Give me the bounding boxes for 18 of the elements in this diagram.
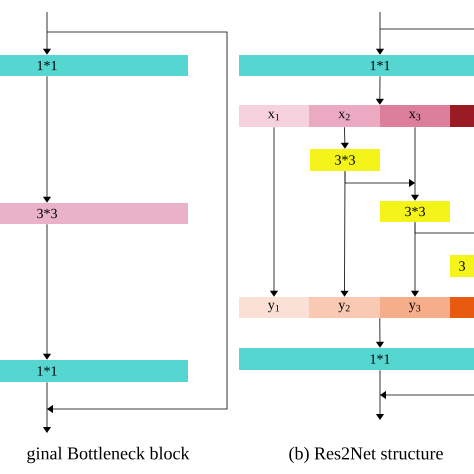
output-cell: y$_{3}$ xyxy=(380,297,450,318)
feature-split-cell: x$_{1}$ xyxy=(239,105,309,127)
output-cell: y$_{1}$ xyxy=(239,297,309,318)
conv-bar: 1*1 xyxy=(239,55,474,76)
conv-bar: 1*1 xyxy=(0,55,188,76)
conv-bar: 3*3 xyxy=(0,203,188,224)
output-cell xyxy=(450,297,474,318)
conv-box: 3 xyxy=(450,255,474,277)
caption: ginal Bottleneck block xyxy=(27,446,190,464)
feature-split-cell: x$_{2}$ xyxy=(309,105,380,127)
conv-bar: 1*1 xyxy=(0,360,188,382)
feature-split-cell: x$_{3}$ xyxy=(380,105,450,127)
conv-box: 3*3 xyxy=(310,149,380,171)
output-cell: y$_{2}$ xyxy=(309,297,380,318)
conv-box: 3*3 xyxy=(380,201,450,222)
conv-bar: 1*1 xyxy=(239,348,474,370)
feature-split-cell xyxy=(450,105,474,127)
caption: (b) Res2Net structure xyxy=(289,446,443,464)
